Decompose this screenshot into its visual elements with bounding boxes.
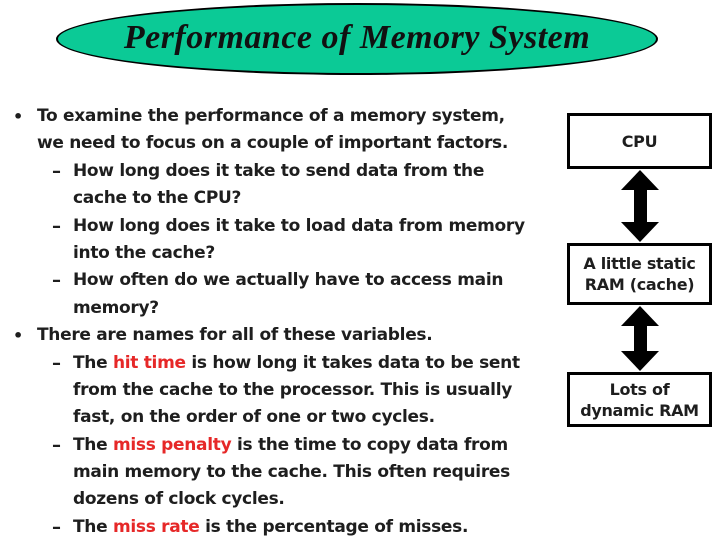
text-segment: is the percentage of misses. — [199, 516, 469, 537]
sub-bullet-line: –The miss rate is the percentage of miss… — [0, 514, 560, 541]
text-segment: How long does it take to load data from … — [73, 215, 525, 236]
text-segment: How long does it take to send data from … — [73, 160, 485, 181]
text-segment: memory? — [73, 297, 159, 318]
diagram-box-label: dynamic RAM — [580, 400, 699, 420]
arrow-head-up — [621, 306, 659, 326]
highlight-term: hit time — [112, 352, 186, 373]
highlight-term: miss rate — [112, 516, 200, 537]
dash-marker: – — [52, 434, 61, 456]
text-segment: To examine the performance of a memory s… — [37, 106, 505, 126]
text-segment: How often do we actually have to access … — [73, 270, 504, 291]
text-segment: is the time to copy data from — [231, 434, 508, 455]
dash-marker: – — [52, 160, 61, 182]
dash-marker: – — [52, 352, 61, 374]
diagram-box-label: CPU — [621, 131, 658, 151]
text-segment: There are names for all of these variabl… — [37, 325, 433, 346]
diagram-box-label: Lots of — [609, 379, 670, 399]
bullet-line: • There are names for all of these variab… — [0, 322, 560, 349]
sub-bullet-line: main memory to the cache. This often req… — [0, 459, 560, 486]
arrow-shaft — [633, 326, 647, 351]
sub-bullet-line: –How long does it take to load data from… — [0, 213, 560, 240]
double-arrow-icon — [621, 306, 659, 371]
bullet-line: • To examine the performance of a memory … — [0, 103, 560, 130]
text-segment: dozens of clock cycles. — [73, 489, 285, 510]
diagram-box-label: A little static — [583, 254, 696, 273]
double-arrow-icon — [621, 170, 659, 242]
text-segment: from the cache to the processor. This is… — [73, 379, 512, 400]
sub-bullet-line: –How long does it take to send data from… — [0, 158, 560, 185]
sub-bullet-line: into the cache? — [0, 240, 560, 267]
sub-bullet-line: fast, on the order of one or two cycles. — [0, 404, 560, 431]
sub-bullet-line: dozens of clock cycles. — [0, 486, 560, 513]
sub-bullet-line: –The hit time is how long it takes data … — [0, 350, 560, 377]
text-segment: into the cache? — [73, 242, 215, 263]
dash-marker: – — [52, 215, 61, 237]
arrow-shaft — [633, 190, 647, 222]
text-segment: main memory to the cache. This often req… — [73, 462, 510, 483]
bullet-line: we need to focus on a couple of importan… — [0, 130, 560, 157]
bullet-list: • To examine the performance of a memory … — [0, 103, 560, 541]
sub-bullet-line: memory? — [0, 295, 560, 322]
slide-title: Performance of Memory System — [123, 18, 591, 56]
title-ellipse: Performance of Memory System — [56, 3, 658, 75]
arrow-head-up — [621, 170, 659, 190]
sub-bullet-line: –The miss penalty is the time to copy da… — [0, 432, 560, 459]
dash-marker: – — [52, 270, 61, 292]
bullet-marker: • — [13, 107, 23, 126]
text-segment: we need to focus on a couple of importan… — [37, 133, 509, 154]
diagram-box-cpu: CPU — [567, 113, 712, 169]
text-segment: is how long it takes data to be sent — [185, 352, 520, 373]
sub-bullet-line: cache to the CPU? — [0, 185, 560, 212]
text-segment: fast, on the order of one or two cycles. — [73, 407, 435, 428]
sub-bullet-line: from the cache to the processor. This is… — [0, 377, 560, 404]
sub-bullet-line: –How often do we actually have to access… — [0, 267, 560, 294]
diagram-box-label: RAM (cache) — [584, 275, 695, 294]
arrow-head-down — [621, 351, 659, 371]
bullet-marker: • — [13, 326, 23, 346]
dash-marker: – — [52, 516, 61, 538]
text-segment: The — [73, 352, 113, 373]
text-segment: cache to the CPU? — [73, 188, 242, 209]
arrow-head-down — [621, 222, 659, 242]
text-segment: The — [73, 434, 113, 455]
text-segment: The — [73, 516, 113, 537]
highlight-term: miss penalty — [112, 434, 232, 455]
